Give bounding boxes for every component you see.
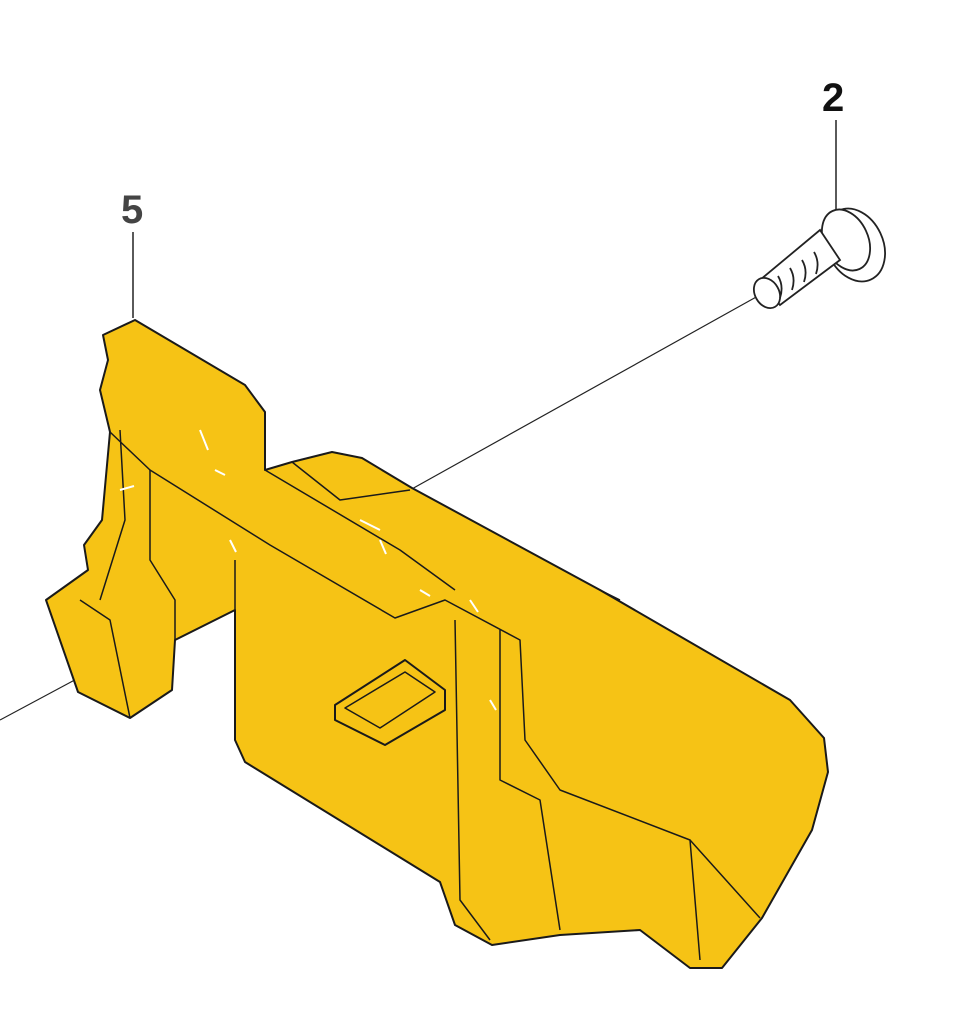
screw-part (752, 207, 886, 309)
callout-2: 2 (822, 76, 845, 120)
cover-part (45, 319, 829, 969)
callout-5: 5 (121, 188, 144, 232)
screw-axis-line (409, 295, 759, 491)
